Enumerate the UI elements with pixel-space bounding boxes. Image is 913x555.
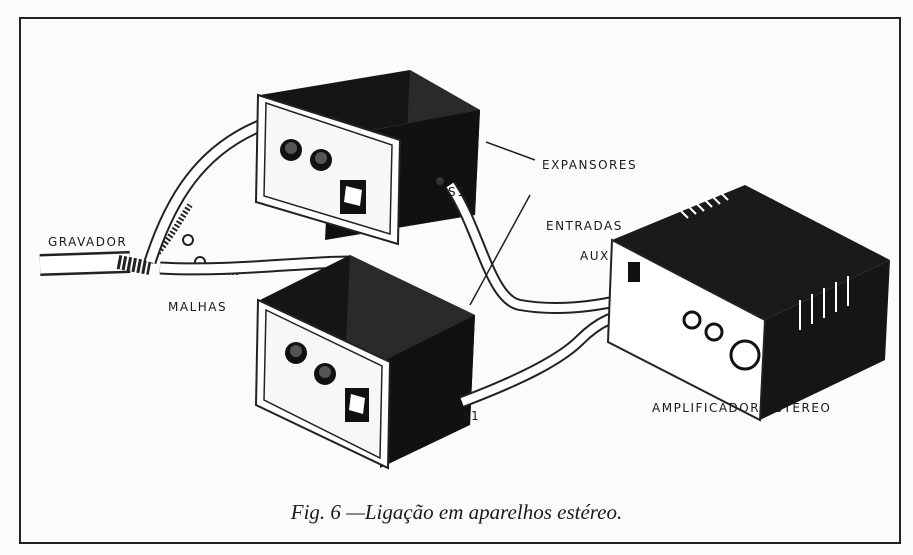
label-malhas: MALHAS bbox=[168, 300, 228, 314]
expander-bottom bbox=[254, 255, 475, 470]
label-entradas: ENTRADAS bbox=[546, 219, 623, 233]
knob-icon bbox=[682, 310, 702, 330]
expander-top bbox=[254, 70, 480, 246]
label-s1-top: S1 bbox=[448, 185, 467, 199]
label-aux: AUX bbox=[580, 249, 610, 263]
label-expansores: EXPANSORES bbox=[542, 158, 638, 172]
power-switch-icon bbox=[628, 262, 640, 282]
stereo-amplifier bbox=[606, 185, 890, 422]
label-amplificador: AMPLIFICADOR ESTÉREO bbox=[652, 401, 832, 415]
volume-knob-icon bbox=[729, 339, 761, 371]
expander-input-cables bbox=[143, 118, 351, 276]
label-s1-bottom: S1 bbox=[462, 409, 481, 423]
figure-frame bbox=[19, 17, 901, 544]
recorder-cable bbox=[39, 251, 152, 276]
knob-icon bbox=[704, 322, 724, 342]
leader-lines bbox=[469, 141, 536, 306]
figure-caption: Fig. 6 —Ligação em aparelhos estéreo. bbox=[290, 500, 623, 524]
label-gravador: GRAVADOR bbox=[48, 235, 128, 249]
